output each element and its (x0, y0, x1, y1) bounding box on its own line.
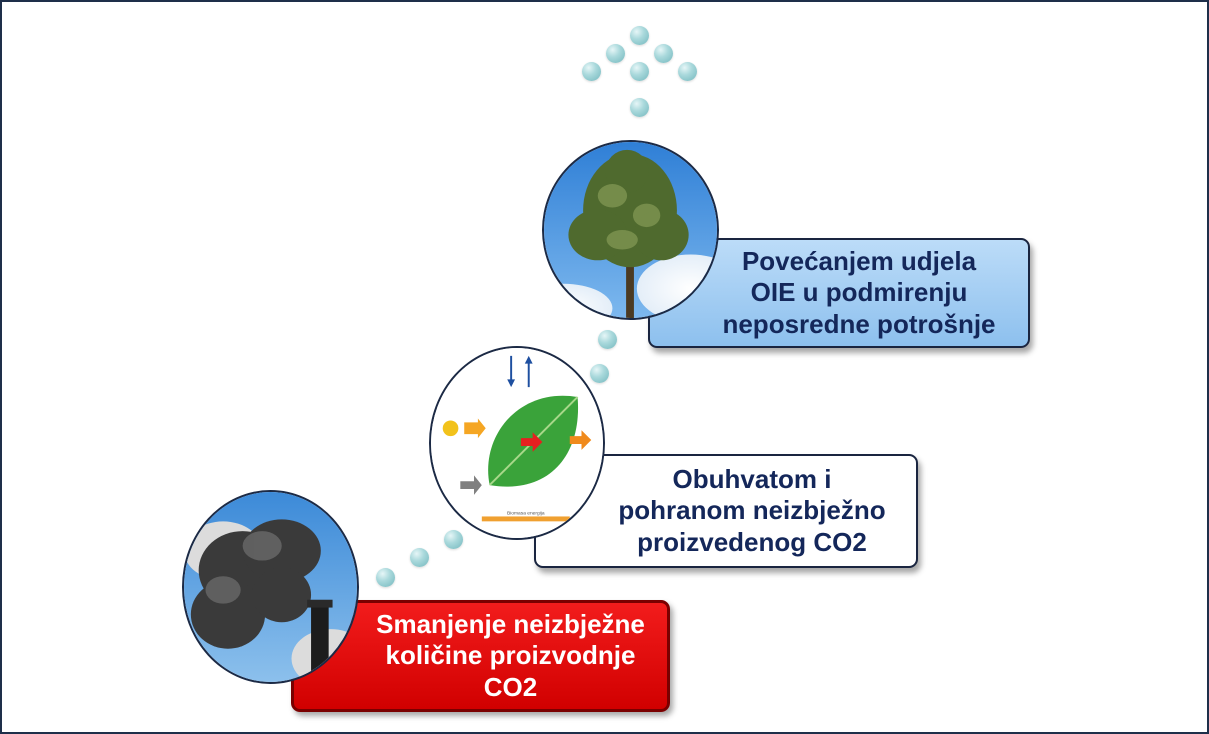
step-reduce-label: Smanjenje neizbježne količine proizvodnj… (376, 609, 645, 702)
trail-dot (606, 44, 625, 63)
factory-smoke-image (182, 490, 359, 684)
trail-dot (678, 62, 697, 81)
trail-dot (376, 568, 395, 587)
trail-dot (654, 44, 673, 63)
photosynthesis-image: Biomasa energija (429, 346, 605, 540)
trail-dot (410, 548, 429, 567)
step-reduce-box: Smanjenje neizbježne količine proizvodnj… (291, 600, 670, 712)
trail-dot (444, 530, 463, 549)
step-capture-label: Obuhvatom i pohranom neizbježno proizved… (618, 464, 886, 557)
trail-dot (582, 62, 601, 81)
trail-dot (590, 364, 609, 383)
trail-dot (630, 62, 649, 81)
trail-dot (598, 330, 617, 349)
trail-dot (630, 26, 649, 45)
tree-sky-image (542, 140, 719, 320)
step-renewables-label: Povećanjem udjela OIE u podmirenju nepos… (722, 246, 996, 339)
leaf-diagram-bottom-label: Biomasa energija (507, 510, 545, 516)
trail-dot (630, 98, 649, 117)
